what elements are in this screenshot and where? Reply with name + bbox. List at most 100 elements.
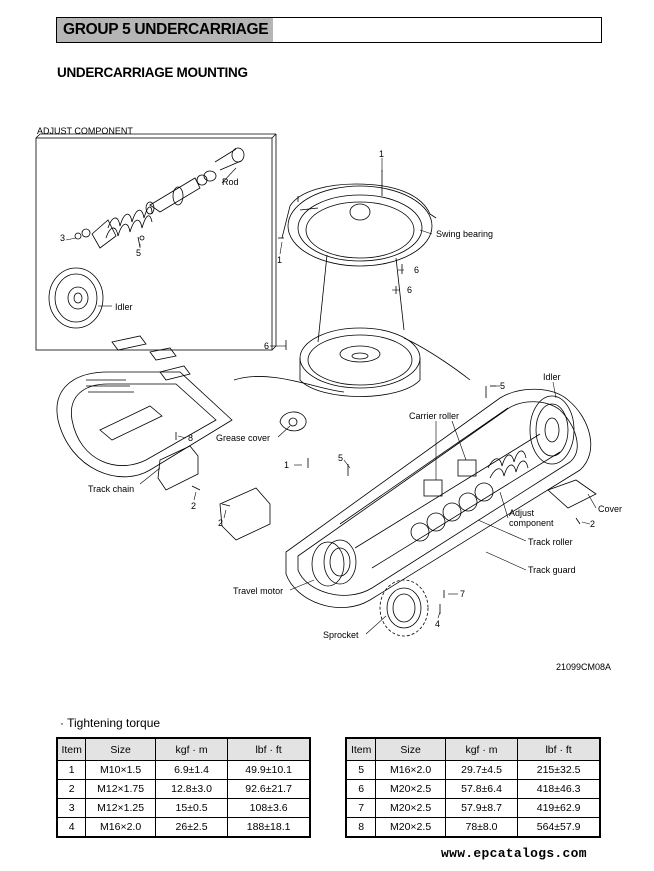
rod-part: [145, 147, 245, 215]
label-idler: Idler: [543, 372, 561, 382]
callout-5-inset: 5: [136, 248, 141, 258]
callout-6-b: 6: [407, 285, 412, 295]
inset-frame: [35, 137, 273, 351]
label-track-roller: Track roller: [528, 537, 573, 547]
swing-bearing-part: [281, 183, 437, 267]
spring-part: [91, 206, 153, 249]
group-header-shade: GROUP 5 UNDERCARRIAGE: [57, 18, 273, 42]
undercarriage-diagram: ADJUST COMPONENT Rod Idler Swing bearing…: [35, 126, 622, 672]
inset-title: ADJUST COMPONENT: [37, 126, 133, 136]
label-rod: Rod: [222, 177, 239, 187]
footer-url[interactable]: www.epcatalogs.com: [441, 846, 587, 861]
callout-3: 3: [60, 233, 65, 243]
cell-lbf: 188±18.1: [227, 817, 312, 838]
header-lbf: lbf · ft: [517, 737, 602, 761]
section-title: UNDERCARRIAGE MOUNTING: [57, 65, 248, 80]
cell-size: M20×2.5: [375, 779, 446, 799]
header-item: Item: [56, 737, 87, 761]
figure-code: 21099CM08A: [556, 662, 611, 672]
cell-lbf: 215±32.5: [517, 760, 602, 780]
cell-size: M12×1.25: [85, 798, 156, 818]
label-carrier-roller: Carrier roller: [409, 411, 459, 421]
header-kgf: kgf · m: [154, 737, 229, 761]
label-travel-motor: Travel motor: [233, 586, 283, 596]
header-size: Size: [85, 737, 156, 761]
cell-lbf: 92.6±21.7: [227, 779, 312, 799]
cell-item: 1: [56, 760, 87, 780]
cell-item: 2: [56, 779, 87, 799]
cell-kgf: 57.9±8.7: [444, 798, 519, 818]
idler-part: [529, 395, 575, 465]
cell-item: 8: [345, 817, 377, 838]
cell-kgf: 15±0.5: [154, 798, 229, 818]
cell-item: 7: [345, 798, 377, 818]
header-lbf: lbf · ft: [227, 737, 312, 761]
cell-item: 3: [56, 798, 87, 818]
cell-size: M20×2.5: [375, 817, 446, 838]
cell-kgf: 6.9±1.4: [154, 760, 229, 780]
cell-kgf: 57.8±6.4: [444, 779, 519, 799]
cell-size: M16×2.0: [85, 817, 156, 838]
sprocket-part: [379, 579, 429, 637]
cell-lbf: 418±46.3: [517, 779, 602, 799]
cell-size: M12×1.75: [85, 779, 156, 799]
cell-item: 4: [56, 817, 87, 838]
callout-6-c: 6: [264, 341, 269, 351]
callout-2-plate: 2: [218, 518, 223, 528]
table-row: 1 M10×1.5 6.9±1.4 49.9±10.1: [56, 760, 312, 780]
label-track-chain: Track chain: [88, 484, 134, 494]
cell-kgf: 78±8.0: [444, 817, 519, 838]
header-size: Size: [375, 737, 446, 761]
track-frame-part: [285, 388, 592, 608]
callout-1-left: 1: [277, 255, 282, 265]
torque-table-left: Item Size kgf · m lbf · ft 1 M10×1.5 6.9…: [56, 737, 312, 838]
callout-7: 7: [460, 589, 465, 599]
table-row: 3 M12×1.25 15±0.5 108±3.6: [56, 798, 312, 818]
callout-1-top: 1: [379, 149, 384, 159]
cell-size: M20×2.5: [375, 798, 446, 818]
label-idler-inset: Idler: [115, 302, 133, 312]
table-row: 7 M20×2.5 57.9±8.7 419±62.9: [345, 798, 602, 818]
cell-lbf: 564±57.9: [517, 817, 602, 838]
callout-5-mid: 5: [338, 453, 343, 463]
callout-2-cover: 2: [590, 519, 595, 529]
table-row: 6 M20×2.5 57.8±6.4 418±46.3: [345, 779, 602, 799]
torque-title: · Tightening torque: [60, 716, 161, 730]
table-row: 4 M16×2.0 26±2.5 188±18.1: [56, 817, 312, 838]
label-track-guard: Track guard: [528, 565, 576, 575]
cell-size: M16×2.0: [375, 760, 446, 780]
label-swing-bearing: Swing bearing: [436, 229, 493, 239]
cell-item: 6: [345, 779, 377, 799]
cell-lbf: 108±3.6: [227, 798, 312, 818]
label-sprocket: Sprocket: [323, 630, 359, 640]
callout-8: 8: [188, 433, 193, 443]
cell-kgf: 26±2.5: [154, 817, 229, 838]
track-rollers-part: [410, 482, 494, 542]
cell-item: 5: [345, 760, 377, 780]
table-row: 5 M16×2.0 29.7±4.5 215±32.5: [345, 760, 602, 780]
track-chain-part: [56, 371, 233, 478]
idler-inset-part: [48, 267, 104, 329]
travel-motor-part: [311, 539, 357, 587]
cell-lbf: 49.9±10.1: [227, 760, 312, 780]
header-item: Item: [345, 737, 377, 761]
label-adjust-component-line2: component: [509, 518, 554, 528]
cell-kgf: 12.8±3.0: [154, 779, 229, 799]
label-cover: Cover: [598, 504, 622, 514]
label-grease-cover: Grease cover: [216, 433, 270, 443]
callout-1-grease: 1: [284, 460, 289, 470]
header-kgf: kgf · m: [444, 737, 519, 761]
label-adjust-component-line1: Adjust: [509, 508, 535, 518]
callout-5-top: 5: [500, 381, 505, 391]
torque-table-right: Item Size kgf · m lbf · ft 5 M16×2.0 29.…: [345, 737, 602, 838]
cell-lbf: 419±62.9: [517, 798, 602, 818]
group-title: GROUP 5 UNDERCARRIAGE: [63, 21, 269, 38]
cell-kgf: 29.7±4.5: [444, 760, 519, 780]
callout-6-a: 6: [414, 265, 419, 275]
callout-4: 4: [435, 619, 440, 629]
torque-header-row: Item Size kgf · m lbf · ft: [345, 737, 602, 761]
table-row: 2 M12×1.75 12.8±3.0 92.6±21.7: [56, 779, 312, 799]
torque-header-row: Item Size kgf · m lbf · ft: [56, 737, 312, 761]
group-header: GROUP 5 UNDERCARRIAGE: [56, 17, 602, 43]
callout-2-chain: 2: [191, 501, 196, 511]
